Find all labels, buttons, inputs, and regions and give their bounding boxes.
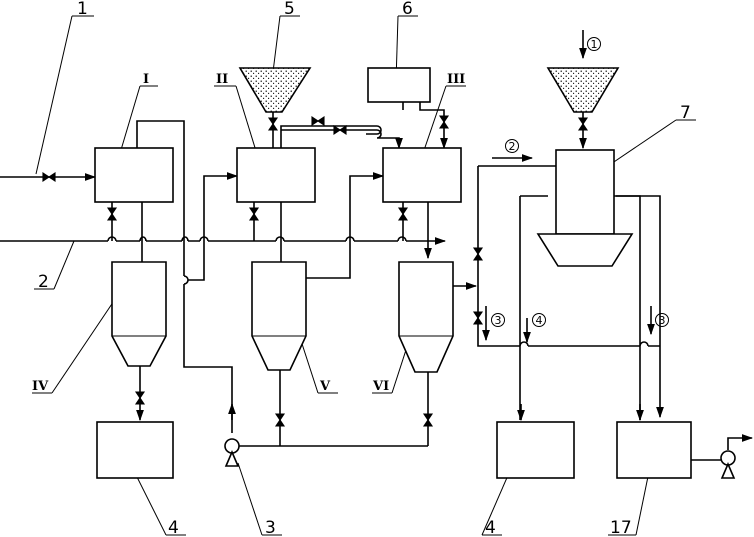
pump-17-outlet	[720, 450, 736, 479]
hopper-5	[238, 67, 312, 113]
stream-marker-3-left: 3	[491, 313, 505, 327]
label-4-left: 4	[168, 518, 179, 537]
label-4-right: 4	[485, 518, 496, 537]
vessel-II	[236, 147, 316, 203]
label-roman-I: I	[143, 72, 149, 87]
unit-7	[555, 149, 615, 235]
label-6: 6	[402, 0, 413, 19]
label-roman-V: V	[319, 379, 331, 394]
stream-marker-1: 1	[587, 37, 601, 51]
label-5: 5	[284, 0, 295, 19]
svg-text:2: 2	[509, 140, 516, 153]
label-7: 7	[680, 103, 691, 123]
unit-7-cone	[536, 233, 634, 267]
tank-17	[616, 421, 692, 479]
tank-4-right	[496, 421, 575, 479]
label-roman-II: II	[216, 72, 228, 87]
hopper-feed	[546, 67, 620, 113]
unit-6	[367, 67, 431, 103]
settler-VI	[398, 261, 454, 373]
pump-3	[224, 438, 240, 467]
settler-V	[251, 261, 307, 371]
label-17: 17	[610, 518, 632, 537]
label-roman-IV: IV	[32, 379, 49, 394]
vessel-III	[382, 147, 462, 203]
tank-4-left	[96, 421, 174, 479]
stream-marker-4: 4	[532, 313, 546, 327]
vessel-I	[94, 147, 174, 203]
settler-IV	[111, 261, 167, 367]
svg-text:3: 3	[659, 314, 666, 327]
label-roman-VI: VI	[372, 379, 389, 394]
stream-marker-2: 2	[505, 139, 519, 153]
stream-marker-3-right: 3	[655, 313, 669, 327]
valves	[42, 115, 589, 427]
svg-text:3: 3	[495, 314, 502, 327]
label-3: 3	[265, 518, 276, 537]
svg-text:1: 1	[591, 38, 598, 51]
label-2: 2	[38, 272, 49, 292]
svg-text:4: 4	[536, 314, 543, 327]
label-1: 1	[77, 0, 88, 19]
label-roman-III: III	[447, 72, 465, 87]
